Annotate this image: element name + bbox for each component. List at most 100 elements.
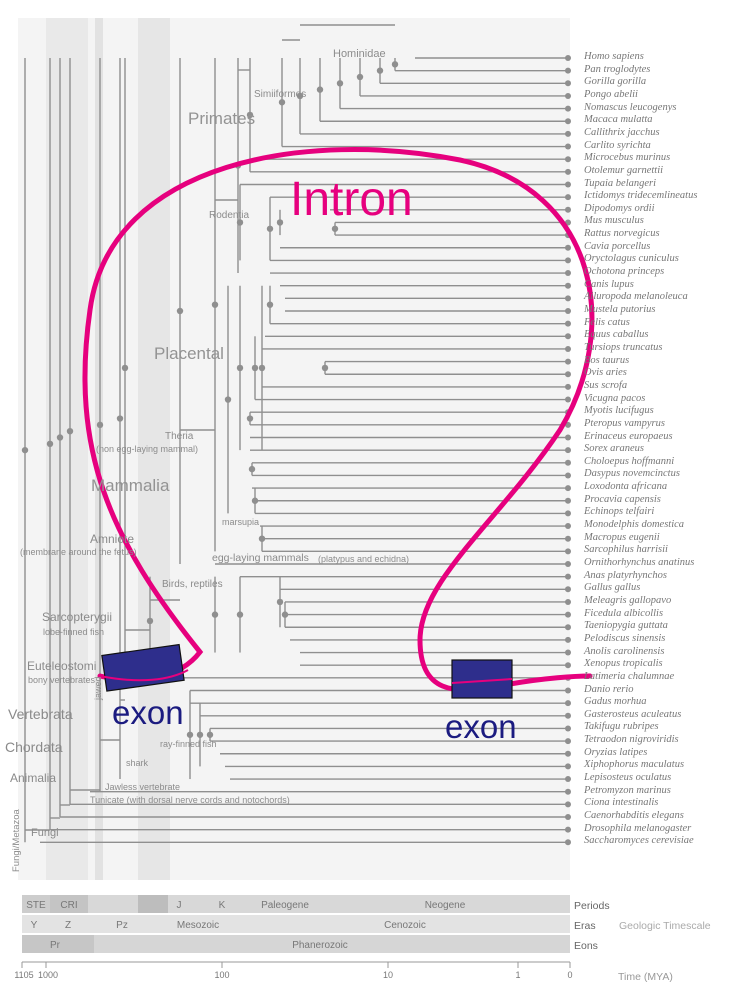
species-label: Ciona intestinalis: [584, 797, 659, 809]
species-label: Myotis lucifugus: [584, 405, 654, 417]
exon-strand-line: [99, 669, 513, 684]
intron-label: Intron: [290, 173, 413, 226]
clade-jawed: jawed: [93, 676, 103, 700]
species-label: Taeniopygia guttata: [584, 620, 668, 632]
species-label: Pteropus vampyrus: [584, 417, 665, 429]
clade-rodentia: Rodentia: [209, 210, 250, 221]
species-label: Nomascus leucogenys: [584, 101, 677, 113]
species-label: Erinaceus europaeus: [584, 430, 673, 442]
clade-hominidae: Hominidae: [333, 48, 386, 60]
species-label: Drosophila melanogaster: [584, 822, 692, 834]
clade-birds-reptiles: Birds, reptiles: [162, 579, 223, 590]
species-label: Ailuropoda melanoleuca: [584, 291, 688, 303]
clade-sarcopterygii-note: lobe-finned fish: [43, 627, 105, 637]
clade-placental: Placental: [154, 344, 224, 363]
era-y: Y: [30, 920, 38, 931]
species-label: Macaca mulatta: [584, 114, 653, 126]
species-label: Carlito syrichta: [584, 139, 651, 151]
species-label: Procavia capensis: [584, 493, 661, 505]
eon-pr: Pr: [50, 940, 60, 951]
clade-primates: Primates: [188, 109, 256, 128]
species-label: Tursiops truncatus: [584, 341, 663, 353]
species-label: Oryzias latipes: [584, 746, 648, 758]
species-label: Oryctolagus cuniculus: [584, 253, 679, 265]
tick-0: 0: [567, 970, 573, 980]
species-label: Vicugna pacos: [584, 392, 646, 404]
species-label: Meleagris gallopavo: [584, 594, 672, 606]
period-paleogene: Paleogene: [261, 900, 309, 911]
species-label: Dasypus novemcinctus: [584, 468, 680, 480]
era-pz: Pz: [116, 920, 128, 931]
species-label: Tupaia belangeri: [584, 177, 657, 189]
clade-vertebrata: Vertebrata: [8, 706, 73, 722]
species-label: Sus scrofa: [584, 379, 628, 391]
species-label: Petromyzon marinus: [584, 784, 671, 796]
species-label: Gasterosteus aculeatus: [584, 708, 682, 720]
time-shading: [18, 18, 570, 880]
eon-phanerozoic: Phanerozoic: [292, 940, 348, 951]
clade-mammalia: Mammalia: [91, 476, 170, 495]
species-label: Mus musculus: [584, 215, 644, 227]
row-label-periods: Periods: [574, 900, 610, 912]
clade-amniote-note: (membrane around the fetus): [20, 547, 137, 557]
species-label: Dipodomys ordii: [584, 202, 655, 214]
clade-theria-note: (non egg-laying mammal): [96, 444, 199, 454]
clade-fungi: Fungi: [31, 827, 59, 839]
species-label: Cavia porcellus: [584, 240, 651, 252]
clade-egg-laying-note: (platypus and echidna): [318, 554, 410, 564]
species-label: Saccharomyces cerevisiae: [584, 835, 694, 847]
clade-egg-laying: egg-laying mammals: [212, 552, 309, 564]
species-label: Canis lupus: [584, 278, 634, 290]
time-axis-label: Time (MYA): [618, 971, 673, 983]
tree-nodes: [21, 55, 571, 846]
species-label: Xiphophorus maculatus: [584, 759, 685, 771]
species-label: Otolemur garnettii: [584, 164, 664, 176]
species-label: Tetraodon nigroviridis: [584, 734, 679, 746]
species-label: Choloepus hoffmanni: [584, 455, 675, 467]
species-label: Gallus gallus: [584, 582, 641, 594]
tick-1: 1: [515, 970, 521, 980]
clade-ray-finned: ray-finned fish: [160, 739, 217, 749]
tick-10: 10: [382, 970, 394, 980]
species-label: Rattus norvegicus: [584, 228, 660, 240]
species-label: Anolis carolinensis: [584, 645, 665, 657]
species-label: Bos taurus: [584, 354, 630, 366]
intron-loop: [82, 147, 595, 693]
species-label: Callithrix jacchus: [584, 126, 660, 138]
row-label-eras: Eras: [574, 920, 596, 932]
geologic-timescale-bars: [21, 895, 571, 968]
species-label: Mustela putorius: [584, 304, 656, 315]
timescale-title: Geologic Timescale: [619, 920, 711, 932]
clade-euteleostomi: Euteleostomi: [27, 659, 97, 673]
species-label: Gorilla gorilla: [584, 76, 647, 88]
species-label: Echinops telfairi: [584, 506, 655, 518]
species-label: Sarcophilus harrisii: [584, 544, 668, 556]
era-z: Z: [64, 920, 72, 931]
tick-1105: 1105: [14, 970, 34, 980]
species-label: Macropus eugenii: [584, 531, 660, 543]
clade-euteleostomi-note: bony vertebrates: [28, 675, 96, 685]
species-label: Xenopus tropicalis: [584, 658, 663, 670]
clade-tunicate: Tunicate (with dorsal nerve cords and no…: [90, 795, 290, 805]
clade-sarcopterygii: Sarcopterygii: [42, 610, 113, 624]
tick-1000: 1000: [37, 970, 59, 980]
species-label: Pan troglodytes: [584, 63, 651, 75]
period-cri: CRI: [60, 900, 78, 911]
species-label: Homo sapiens: [584, 51, 644, 62]
species-label: Equus caballus: [584, 329, 649, 341]
species-label: Ornithorhynchus anatinus: [584, 557, 695, 568]
era-cenozoic: Cenozoic: [384, 920, 426, 931]
exon-label-left: exon: [112, 694, 184, 731]
period-ste: STE: [26, 900, 46, 911]
species-label: Caenorhabditis elegans: [584, 810, 684, 821]
species-label: Monodelphis domestica: [584, 519, 685, 531]
species-label: Lepisosteus oculatus: [584, 772, 672, 784]
species-label: Latimeria chalumnae: [584, 670, 675, 682]
clade-jawless: Jawless vertebrate: [105, 782, 181, 792]
period-k: K: [218, 900, 226, 911]
species-label: Pongo abelii: [584, 88, 638, 100]
species-label: Sorex araneus: [584, 443, 644, 455]
exon-label-right: exon: [445, 708, 517, 745]
species-label: Takifugu rubripes: [584, 721, 659, 733]
